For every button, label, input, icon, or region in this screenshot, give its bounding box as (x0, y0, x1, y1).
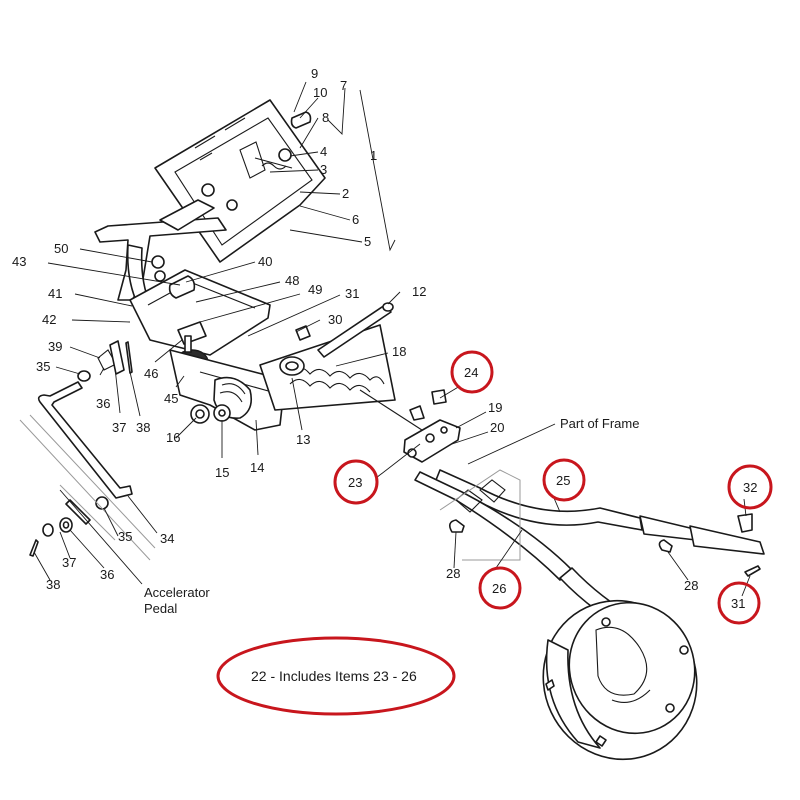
callout-35a: 35 (36, 359, 50, 374)
callout-36a: 36 (96, 396, 110, 411)
accelerator-label-line1: Accelerator (144, 585, 210, 600)
callout-9: 9 (311, 66, 318, 81)
frame-part (439, 469, 521, 561)
bracket-19 (403, 419, 461, 463)
callout-38a: 38 (136, 420, 150, 435)
callout-45: 45 (164, 391, 178, 406)
callout-5: 5 (364, 234, 371, 249)
accelerator-label-line2: Pedal (144, 601, 177, 616)
callout-42: 42 (42, 312, 56, 327)
rod-12 (295, 302, 394, 358)
callout-34: 34 (160, 531, 174, 546)
callout-36b: 36 (100, 567, 114, 582)
includes-note-text: 22 - Includes Items 23 - 26 (251, 668, 417, 684)
callout-48: 48 (285, 273, 299, 288)
text-labels: Part of Frame Accelerator Pedal (144, 416, 639, 616)
bushing-24 (409, 389, 447, 421)
pivot-bracket (129, 255, 271, 356)
callout-25: 25 (556, 473, 570, 488)
callout-12: 12 (412, 284, 426, 299)
includes-note-ring (216, 636, 456, 716)
leader-lines (33, 81, 751, 597)
brake-drum (542, 599, 698, 761)
callout-30: 30 (328, 312, 342, 327)
callout-31b: 31 (731, 596, 745, 611)
callout-35b: 35 (118, 529, 132, 544)
callout-40: 40 (258, 254, 272, 269)
callout-19: 19 (488, 400, 502, 415)
callout-39: 39 (48, 339, 62, 354)
highlight-ring-23 (333, 459, 379, 505)
callout-6: 6 (352, 212, 359, 227)
callout-31a: 31 (345, 286, 359, 301)
highlight-ring-25 (542, 458, 586, 502)
callout-18: 18 (392, 344, 406, 359)
cable-25 (435, 469, 765, 555)
part-of-frame-label: Part of Frame (560, 416, 639, 431)
callout-10: 10 (313, 85, 327, 100)
callout-37a: 37 (112, 420, 126, 435)
callout-8: 8 (322, 110, 329, 125)
callout-49: 49 (308, 282, 322, 297)
spring-13 (259, 324, 396, 411)
washer-stack-36 (29, 517, 73, 557)
callout-13: 13 (296, 432, 310, 447)
brake-pedal-arm (94, 199, 227, 306)
clevis-32 (737, 513, 753, 533)
callout-32: 32 (743, 480, 757, 495)
callout-3: 3 (320, 162, 327, 177)
rod-18 (359, 389, 426, 433)
callout-14: 14 (250, 460, 264, 475)
pivot-pin-10 (290, 111, 312, 129)
callout-numbers: 9 7 10 8 4 1 3 2 6 5 50 43 40 48 12 41 4… (12, 66, 698, 593)
lower-arm-14 (169, 349, 286, 431)
callout-24: 24 (464, 365, 478, 380)
callout-7: 7 (340, 78, 347, 93)
highlight-circles: 24 23 25 26 32 31 22 - Includes Items 23… (216, 350, 773, 716)
accelerator-pedal (19, 414, 156, 561)
callout-41: 41 (48, 286, 62, 301)
callout-46: 46 (144, 366, 158, 381)
callout-28b: 28 (684, 578, 698, 593)
highlight-ring-32 (727, 464, 773, 510)
highlight-ring-26 (478, 566, 522, 610)
callout-20: 20 (490, 420, 504, 435)
callout-37b: 37 (62, 555, 76, 570)
callout-50: 50 (54, 241, 68, 256)
callout-38b: 38 (46, 577, 60, 592)
highlight-ring-31 (717, 581, 761, 625)
highlight-ring-24 (450, 350, 494, 394)
callout-43: 43 (12, 254, 26, 269)
callout-15: 15 (215, 465, 229, 480)
callout-4: 4 (320, 144, 327, 159)
callout-26: 26 (492, 581, 506, 596)
washer-15 (213, 404, 231, 422)
callout-1: 1 (370, 148, 377, 163)
clip-28 (448, 519, 673, 553)
callout-2: 2 (342, 186, 349, 201)
pin-31 (744, 565, 761, 577)
accelerator-linkage (37, 340, 133, 510)
callout-28a: 28 (446, 566, 460, 581)
callout-16: 16 (166, 430, 180, 445)
callout-23: 23 (348, 475, 362, 490)
